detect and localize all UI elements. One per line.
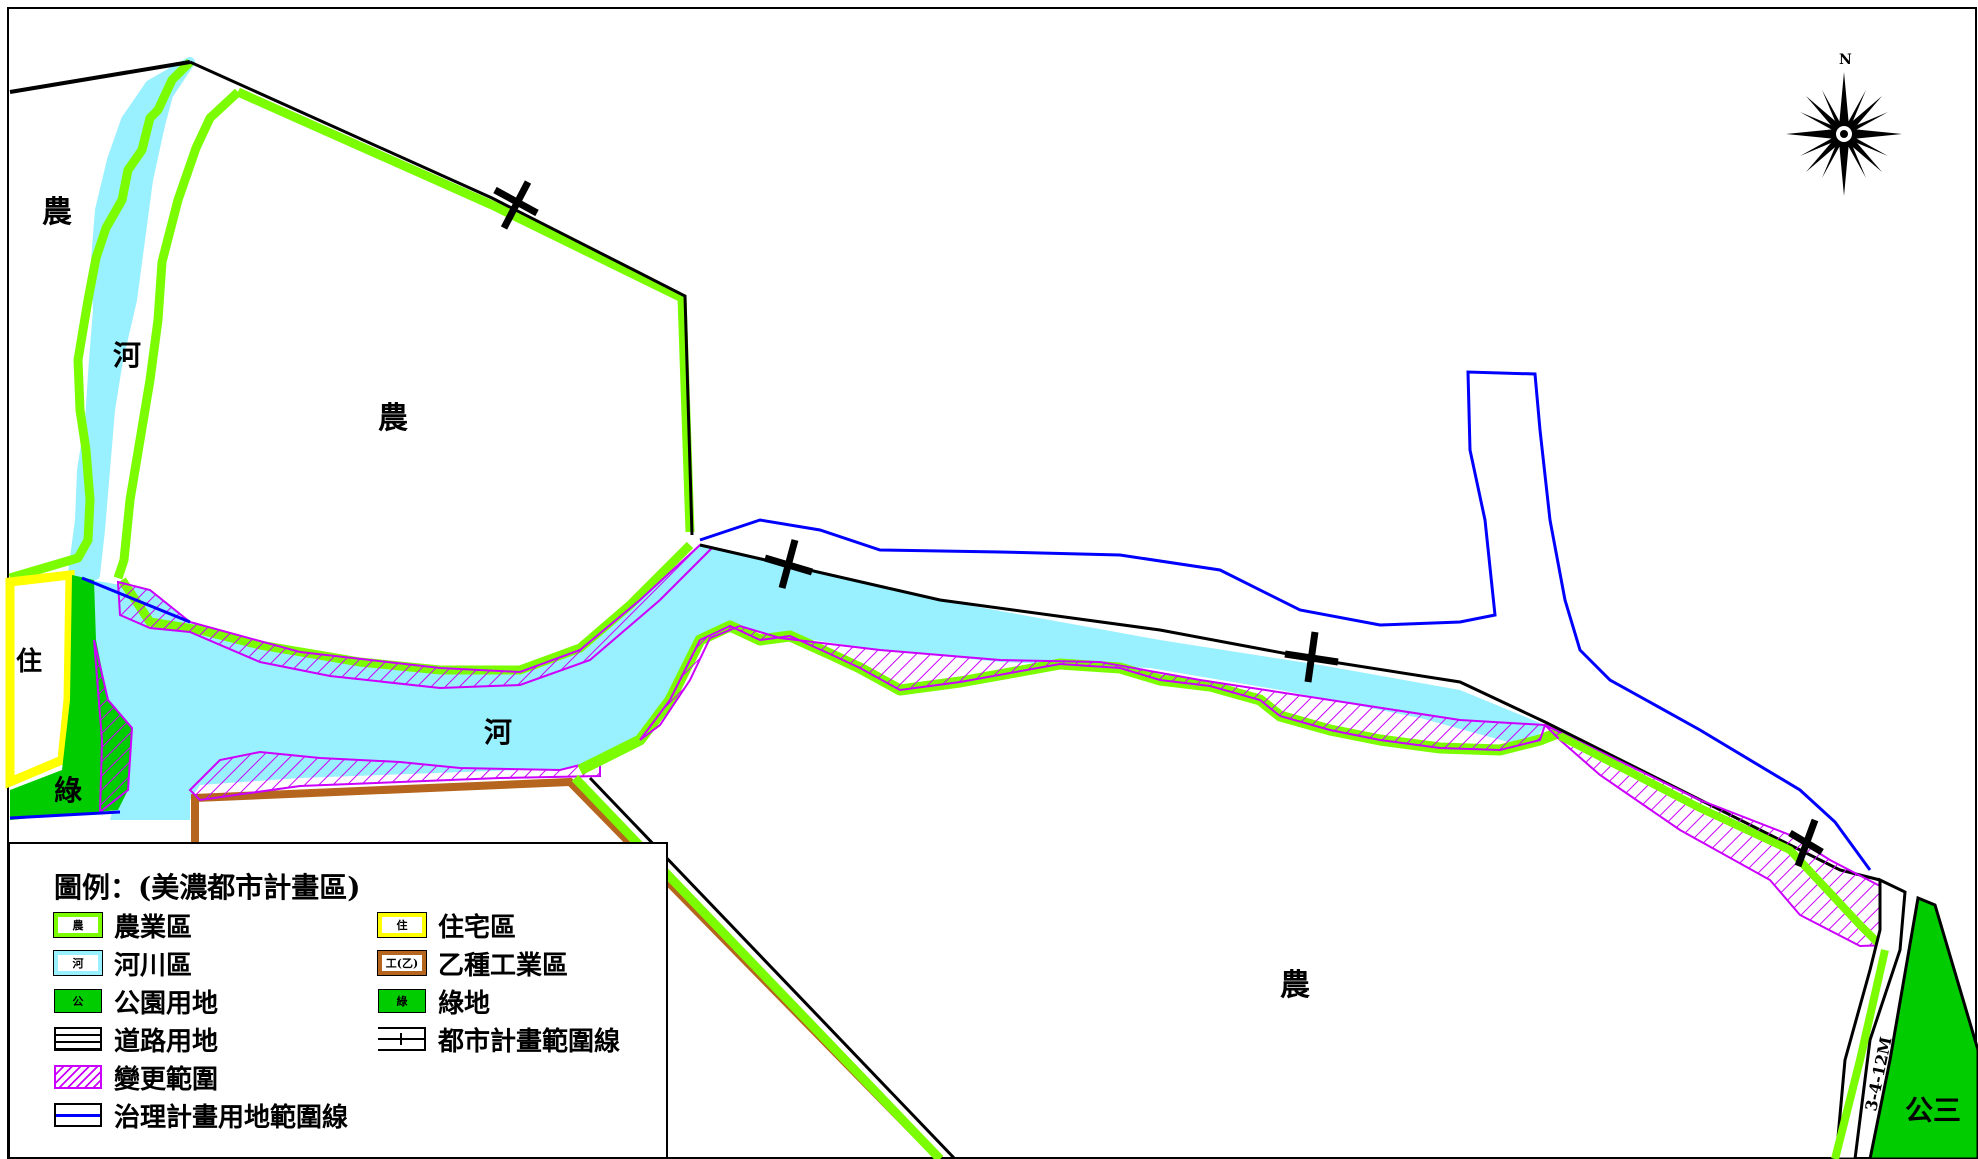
agri-boundary-east — [1558, 732, 1888, 953]
zone-label-agri: 農 — [378, 401, 408, 436]
urban-plan-boundary-swatch — [378, 1027, 426, 1051]
change-area-south-bank — [639, 624, 1547, 752]
zone-label-green: 綠 — [54, 774, 82, 807]
agricultural-zone-swatch: 農 — [53, 912, 103, 938]
main-river-channel — [80, 545, 1545, 820]
agri-boundary-south-west — [571, 774, 944, 1159]
boundary-marker — [1788, 818, 1824, 868]
urban-boundary-south-west — [588, 776, 957, 1159]
boundary-cross-icon — [378, 1033, 424, 1045]
legend-item-green: 綠 綠地 — [378, 984, 491, 1019]
legend-label: 都市計畫範圍線 — [438, 1026, 621, 1057]
legend-label: 治理計畫用地範圍線 — [114, 1102, 349, 1133]
legend-item-change-area: 變更範圍 — [54, 1060, 219, 1095]
boundary-marker — [493, 180, 539, 230]
agri-boundary-road-west — [1831, 949, 1889, 1159]
compass-north-label: N — [1839, 52, 1852, 68]
legend-item-road: 道路用地 — [54, 1022, 219, 1057]
park-land-swatch: 公 — [54, 989, 102, 1013]
change-area-swatch — [54, 1065, 102, 1089]
legend-label: 變更範圍 — [114, 1064, 219, 1095]
governance-boundary-line — [81, 370, 1872, 871]
legend-label: 住宅區 — [438, 912, 517, 943]
zone-label-residential: 住 — [16, 646, 42, 677]
green-space-change-hatch — [93, 639, 134, 815]
compass-rose-icon: N — [1786, 52, 1902, 196]
legend-label: 公園用地 — [114, 988, 219, 1019]
zone-label-river: 河 — [113, 339, 141, 372]
park-three-zone — [1868, 895, 1978, 1159]
green-space-swatch: 綠 — [378, 989, 426, 1013]
zone-label-agri: 農 — [42, 195, 72, 230]
zone-label-agri: 農 — [1280, 968, 1310, 1003]
governance-boundary-swatch — [54, 1103, 102, 1127]
road-land-swatch — [54, 1027, 102, 1051]
legend-label: 道路用地 — [114, 1026, 219, 1057]
legend-label: 綠地 — [438, 988, 491, 1019]
zone-label-park: 公三 — [1905, 1094, 1961, 1127]
residential-zone — [5, 569, 75, 789]
legend-label: 乙種工業區 — [438, 950, 569, 981]
change-area-north-bank — [116, 543, 714, 690]
legend-label: 河川區 — [114, 950, 193, 981]
legend-item-industrial: 工(乙) 乙種工業區 — [377, 946, 569, 981]
river-zone-swatch: 河 — [53, 950, 103, 976]
legend-title: 圖例：(美濃都市計畫區) — [54, 871, 361, 904]
boundary-marker — [1284, 631, 1339, 683]
urban-boundary-topleft — [9, 60, 191, 94]
legend-item-residential: 住 住宅區 — [377, 908, 517, 943]
legend-panel: 圖例：(美濃都市計畫區) 農 農業區 住 住宅區 河 河川區 工(乙) 乙種工業… — [8, 842, 668, 1159]
legend-label: 農業區 — [114, 912, 193, 943]
industrial-zone-swatch: 工(乙) — [377, 950, 427, 976]
agri-boundary-top — [236, 87, 695, 533]
legend-item-urban-boundary: 都市計畫範圍線 — [378, 1022, 621, 1057]
legend-item-park: 公 公園用地 — [54, 984, 219, 1019]
boundary-marker — [764, 539, 813, 589]
governance-line-west — [9, 810, 121, 820]
legend-item-river: 河 河川區 — [53, 946, 193, 981]
legend-item-governance-boundary: 治理計畫用地範圍線 — [54, 1098, 349, 1133]
agri-boundary-strip-east — [113, 88, 242, 580]
zone-label-river: 河 — [484, 716, 512, 749]
urban-boundary-top — [189, 60, 694, 536]
legend-item-agricultural: 農 農業區 — [53, 908, 193, 943]
agri-boundary-west — [8, 58, 194, 583]
residential-zone-swatch: 住 — [377, 912, 427, 938]
